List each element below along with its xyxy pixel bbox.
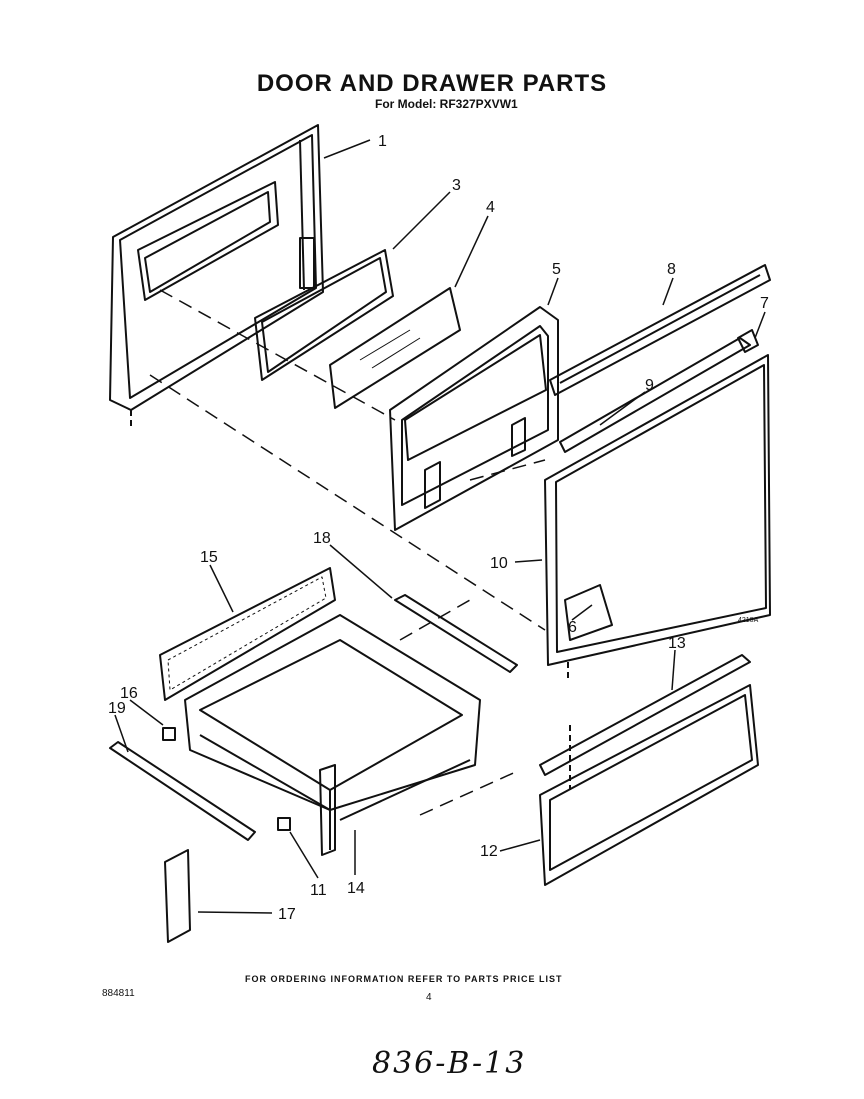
callout-4: 4	[486, 199, 495, 216]
callout-labels: 1 3 4 5 8 7 9 10 6 18 15 16 19 13 12 11 …	[108, 133, 769, 923]
part-4-window-glass	[329, 287, 461, 409]
part-8-door-trim	[549, 264, 771, 396]
alignment-lines	[149, 289, 546, 816]
callout-11: 11	[310, 882, 327, 899]
callout-15: 15	[200, 549, 218, 566]
callout-6: 6	[568, 619, 577, 636]
part-7-clip	[737, 329, 759, 353]
page-number: 4	[426, 992, 432, 1003]
callout-10: 10	[490, 555, 508, 572]
page-title: DOOR AND DRAWER PARTS	[256, 70, 608, 97]
ordering-note: FOR ORDERING INFORMATION REFER TO PARTS …	[245, 974, 563, 984]
callout-8: 8	[667, 261, 676, 278]
part-15-insulation-panel	[159, 567, 336, 701]
leader-lines	[114, 139, 766, 914]
part-11-roller	[277, 817, 291, 831]
document-number: 884811	[102, 988, 135, 999]
part-16-roller	[162, 727, 176, 741]
part-17-bracket	[164, 849, 191, 943]
handwritten-note: 836-B-13	[372, 1046, 527, 1081]
part-12-drawer-front	[539, 684, 759, 886]
part-3-door-gasket	[254, 249, 394, 381]
callout-19: 19	[108, 700, 126, 717]
callout-5: 5	[552, 261, 561, 278]
callout-3: 3	[452, 177, 461, 194]
callout-14: 14	[347, 880, 365, 897]
part-13-drawer-trim	[539, 654, 751, 776]
part-9-strip	[559, 337, 751, 453]
callout-7: 7	[760, 295, 769, 312]
part-19-side-rail	[109, 741, 256, 841]
part-14-drawer-body	[184, 614, 481, 856]
part-5-outer-door-panel	[389, 306, 559, 531]
callout-17: 17	[278, 906, 296, 923]
part-10-door-front	[544, 354, 771, 680]
callout-9: 9	[645, 377, 654, 394]
model-subtitle: For Model: RF327PXVW1	[375, 97, 518, 111]
callout-18: 18	[313, 530, 331, 547]
callout-1: 1	[378, 133, 387, 150]
callout-16: 16	[120, 685, 138, 702]
figure-code: 4210A	[738, 617, 759, 624]
callout-12: 12	[480, 843, 498, 860]
part-1-inner-door-frame	[109, 124, 324, 430]
callout-13: 13	[668, 635, 686, 652]
part-18-slide-rail	[394, 594, 518, 673]
